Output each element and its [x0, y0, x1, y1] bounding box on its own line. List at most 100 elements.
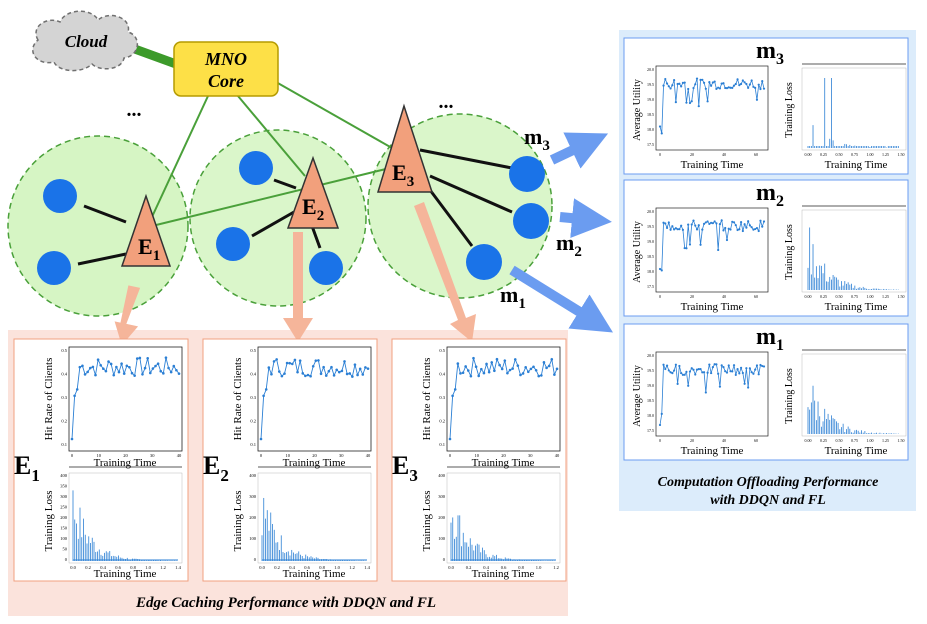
edge-panel-2-hit-point [356, 373, 359, 377]
edge-panel-2-loss-ytick: 100 [249, 536, 257, 541]
edge-panel-1-hit-point [75, 388, 79, 391]
user-links [77, 148, 513, 266]
edge-panel-2-hit-point [309, 374, 312, 378]
edge-panel-3-hit-point [469, 374, 473, 378]
offload-panel-1-util-point [681, 81, 685, 84]
edge-panel-3-hit-point [555, 367, 559, 371]
edge-panel-1-loss-ytick: 0 [65, 557, 68, 562]
edge-panel-2-hit-point [345, 372, 349, 376]
offload-panel-2-util-point [754, 227, 757, 231]
offload-panel-3-loss-xlabel: Training Time [825, 445, 888, 457]
offload-panel-3-util-point [731, 370, 734, 373]
edge-panel-1-loss-xtick: 0.6 [115, 565, 121, 570]
offload-panel-2-util-point [713, 220, 716, 223]
offload-panel-2-util-ytick: 20.0 [647, 209, 654, 214]
edge-panel-2-hit-point [353, 363, 357, 366]
edge-panel-3-hit-point [534, 368, 538, 372]
edge-panel-1-hit-point [115, 365, 118, 369]
edge-panel-2-hit-point [267, 366, 271, 369]
offload-panel-3-util-point [660, 412, 663, 415]
offload-panel-3-util-ytick: 19.0 [647, 383, 654, 388]
edge-panel-2-hit-point [301, 372, 305, 375]
edge-panel-3-hit-ytick: 0.1 [439, 442, 445, 447]
edge-panel-3-loss-xtick: 1.2 [553, 565, 559, 570]
offload-panel-2-util-point [699, 243, 702, 246]
edge-panel-3-loss-ytick: 400 [438, 473, 446, 478]
offload-panel-3-util-axes [655, 351, 769, 437]
edge-panel-1-loss-ylabel: Training Loss [43, 490, 55, 551]
mobile-label-m3: m3 [524, 124, 550, 154]
edge-panel-2-hit-xtick: 40 [366, 453, 371, 458]
edge-panel-2-hit-xtick: 0 [260, 453, 263, 458]
cell-e1 [7, 135, 189, 317]
offload-panel-1-util-axes [655, 65, 769, 151]
edge-panel-3-loss-ytick: 200 [438, 515, 446, 520]
offload-panel-3-util-point [701, 371, 704, 374]
offload-panel-2-util-point [683, 246, 686, 250]
edge-panel-1-hit-xtick: 10 [97, 453, 102, 458]
offload-panel-2-util-point [671, 225, 674, 228]
offload-panel-2-util-point [701, 228, 704, 231]
offload-panel-3-loss-axes [801, 353, 907, 437]
offload-panel-3-util-point [665, 364, 669, 367]
edge-node-e2: E2 [286, 155, 340, 229]
edge-panel-1-hit-point [107, 360, 110, 363]
offload-panel-3-loss-xtick: 0.25 [820, 438, 827, 443]
offload-panel-2-util-point [762, 220, 766, 223]
offload-panel-3-util-point [687, 384, 690, 387]
offload-panel-3-util-point [662, 363, 665, 366]
offload-panel-1-util-point [701, 78, 704, 81]
offload-panel-2-util-point [662, 221, 665, 224]
edge-panel-3-loss-xtick: 0.4 [483, 565, 489, 570]
offload-panel-3-util-ytick: 18.5 [647, 398, 654, 403]
offload-panel-2-util-point [731, 220, 734, 223]
offload-panel-2-util-point [755, 226, 759, 230]
edge-panel-2-hit-point [351, 375, 354, 378]
edge-panel-3-hit-point [472, 356, 475, 360]
offload-panel-2-util-point [711, 222, 714, 225]
offload-panel-3-util-point [683, 373, 686, 376]
offloading-caption-line1: Computation Offloading Performance [658, 475, 879, 490]
edge-panel-3-hit-xtick: 40 [555, 453, 560, 458]
edge-panel-1-label: E1 [14, 451, 40, 485]
offload-panel-1-loss-xtick: 1.50 [898, 152, 905, 157]
edge-panel-3-hit-point [537, 374, 541, 378]
edge-panel-1-hit-point [109, 362, 113, 366]
edge-panel-2-hit-ytick: 0.1 [250, 442, 256, 447]
offload-panel-1-util-ytick: 20.0 [647, 67, 654, 72]
offload-panel-2-util-ytick: 19.5 [647, 224, 654, 229]
offload-panel-3-util-point [695, 368, 699, 371]
offload-panel-1-util-point [717, 86, 720, 89]
user-node [309, 251, 343, 285]
edge-panel-1-loss-ytick: 350 [60, 484, 68, 489]
edge-caching-caption: Edge Caching Performance with DDQN and F… [135, 595, 436, 611]
offload-panel-3-util-point [658, 423, 662, 427]
offload-panel-1-loss-ylabel: Training Loss [784, 82, 795, 138]
edge-panel-3-hit-point [516, 364, 520, 367]
offload-panel-3-loss-xtick: 1.50 [898, 438, 905, 443]
offload-panel-1-util-xlabel: Training Time [681, 159, 744, 171]
offload-panel-1-util-point [713, 80, 716, 83]
offload-panel-2-util-point [665, 226, 669, 230]
cloud-core-link [130, 43, 178, 69]
offload-panel-3-util-point [694, 373, 697, 376]
offload-panel-1-util-point [754, 86, 757, 89]
edge-panel-1-loss-ytick: 100 [60, 536, 68, 541]
cloud-label: Cloud [65, 32, 108, 51]
edge-panel-3-hit-point [466, 369, 470, 372]
edge-panel-2-hit-ylabel: Hit Rate of Clients [232, 358, 244, 441]
edge-panel-3-hit-point [503, 359, 507, 362]
offload-panel-3-util-ytick: 17.5 [647, 428, 654, 433]
edge-panel-3-hit-point [487, 370, 491, 374]
edge-panel-1-hit-point [88, 366, 92, 370]
offload-panel-1-util-point [748, 83, 751, 86]
edge-panel-1-hit-point [128, 365, 131, 369]
edge-panel-2-hit-ytick: 0.3 [250, 395, 256, 400]
edge-panel-2-loss-ytick: 300 [249, 494, 257, 499]
offload-panel-3-util-point [717, 372, 720, 375]
edge-panel-3-hit-point [540, 374, 543, 377]
edge-panel-3-loss-ytick: 100 [438, 536, 446, 541]
edge-panel-3-hit-point [519, 373, 522, 377]
offload-panel-3-util-ytick: 19.5 [647, 368, 654, 373]
